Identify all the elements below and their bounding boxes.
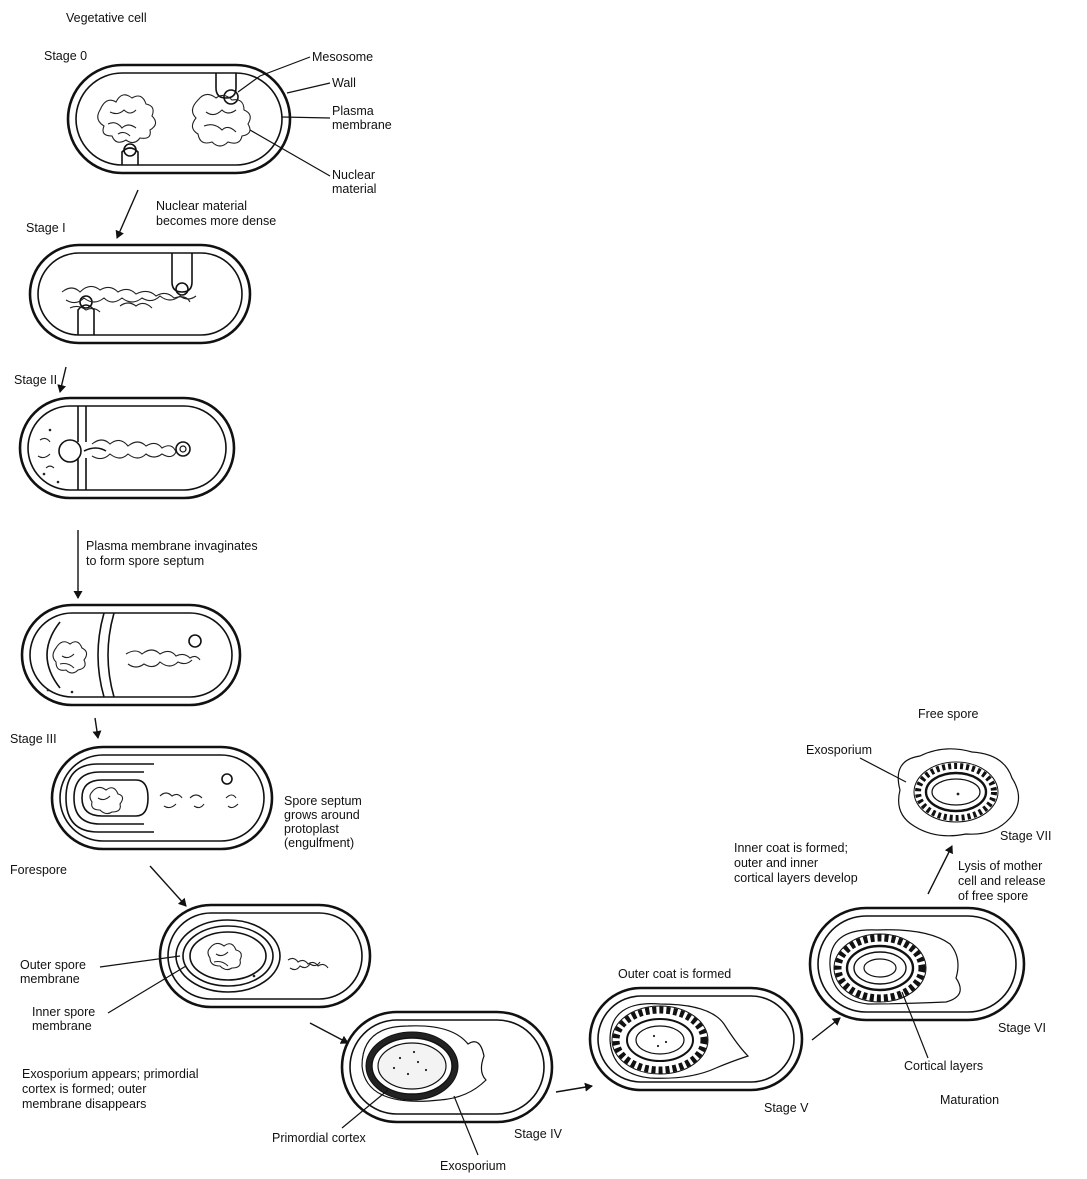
step-invaginates-2: to form spore septum — [86, 554, 204, 568]
stage-5-label: Stage V — [764, 1101, 809, 1115]
nuclear-material-label-2: material — [332, 182, 376, 196]
step-nuclear-dense-2: becomes more dense — [156, 214, 276, 228]
stage-6-label: Stage VI — [998, 1021, 1046, 1035]
arrow-septum-to-stage-3 — [95, 718, 98, 738]
cell-stage-1 — [30, 245, 250, 343]
nuclear-material-mother — [126, 650, 200, 667]
mesosome-label: Mesosome — [312, 50, 373, 64]
step-exo-appears-1: Exosporium appears; primordial — [22, 1067, 198, 1081]
stage-1-label: Stage I — [26, 221, 66, 235]
nuclear-material-label-1: Nuclear — [332, 168, 375, 182]
free-spore-label: Free spore — [918, 707, 978, 721]
step-invaginates-1: Plasma membrane invaginates — [86, 539, 258, 553]
step-nuclear-dense-1: Nuclear material — [156, 199, 247, 213]
outer-spore-membrane-label-2: membrane — [20, 972, 80, 986]
exosporium-label-iv: Exosporium — [440, 1159, 506, 1173]
nuclear-material-0b — [192, 94, 250, 146]
cell-forespore — [160, 905, 370, 1007]
arrow-stage-1-to-2 — [60, 367, 66, 392]
step-exo-appears-3: membrane disappears — [22, 1097, 146, 1111]
cell-stage-3 — [52, 747, 272, 849]
nuclear-material-4 — [208, 943, 241, 969]
step-exo-appears-2: cortex is formed; outer — [22, 1082, 146, 1096]
cell-stage-2 — [20, 398, 234, 498]
arrow-stage-6-to-7 — [928, 846, 952, 894]
step-engulfment-4: (engulfment) — [284, 836, 354, 850]
step-engulfment-1: Spore septum — [284, 794, 362, 808]
wall-label: Wall — [332, 76, 356, 90]
arrow-forespore-to-stage-4 — [310, 1023, 348, 1043]
stage-7-label: Stage VII — [1000, 829, 1051, 843]
cell-stage-6 — [810, 908, 1024, 1020]
maturation-label: Maturation — [940, 1093, 999, 1107]
stage-4-label: Stage IV — [514, 1127, 563, 1141]
diagram-title: Vegetative cell — [66, 11, 147, 25]
plasma-membrane-label-1: Plasma — [332, 104, 374, 118]
nuclear-material-3a — [90, 787, 123, 813]
stage-3-label: Stage III — [10, 732, 57, 746]
inner-spore-membrane-label-1: Inner spore — [32, 1005, 95, 1019]
nuclear-material-forespore — [53, 642, 87, 673]
arrow-stage-5-to-6 — [812, 1018, 840, 1040]
cell-stage-0 — [68, 65, 290, 173]
primordial-cortex-label: Primordial cortex — [272, 1131, 367, 1145]
nuclear-material-3b — [160, 793, 238, 808]
step-inner-coat-3: cortical layers develop — [734, 871, 858, 885]
step-outer-coat: Outer coat is formed — [618, 967, 731, 981]
step-inner-coat-2: outer and inner — [734, 856, 818, 870]
arrow-stage-0-to-1 — [117, 190, 138, 238]
cell-stage-5 — [590, 988, 802, 1090]
forespore-label: Forespore — [10, 863, 67, 877]
outer-spore-membrane-label-1: Outer spore — [20, 958, 86, 972]
stage-0-label: Stage 0 — [44, 49, 87, 63]
step-engulfment-2: grows around — [284, 808, 360, 822]
exosporium-label-free: Exosporium — [806, 743, 872, 757]
plasma-membrane-label-2: membrane — [332, 118, 392, 132]
arrow-stage-4-to-5 — [556, 1086, 592, 1092]
step-lysis-2: cell and release — [958, 874, 1046, 888]
stage-2-label: Stage II — [14, 373, 57, 387]
nuclear-material-0a — [98, 95, 156, 143]
inner-spore-membrane-label-2: membrane — [32, 1019, 92, 1033]
cell-septum — [22, 605, 240, 705]
cortical-layers-label: Cortical layers — [904, 1059, 983, 1073]
step-lysis-1: Lysis of mother — [958, 859, 1042, 873]
step-lysis-3: of free spore — [958, 889, 1028, 903]
step-engulfment-3: protoplast — [284, 822, 339, 836]
arrow-stage-3-to-forespore — [150, 866, 186, 906]
step-inner-coat-1: Inner coat is formed; — [734, 841, 848, 855]
cell-stage-4 — [342, 1012, 552, 1122]
free-spore — [898, 749, 1018, 836]
